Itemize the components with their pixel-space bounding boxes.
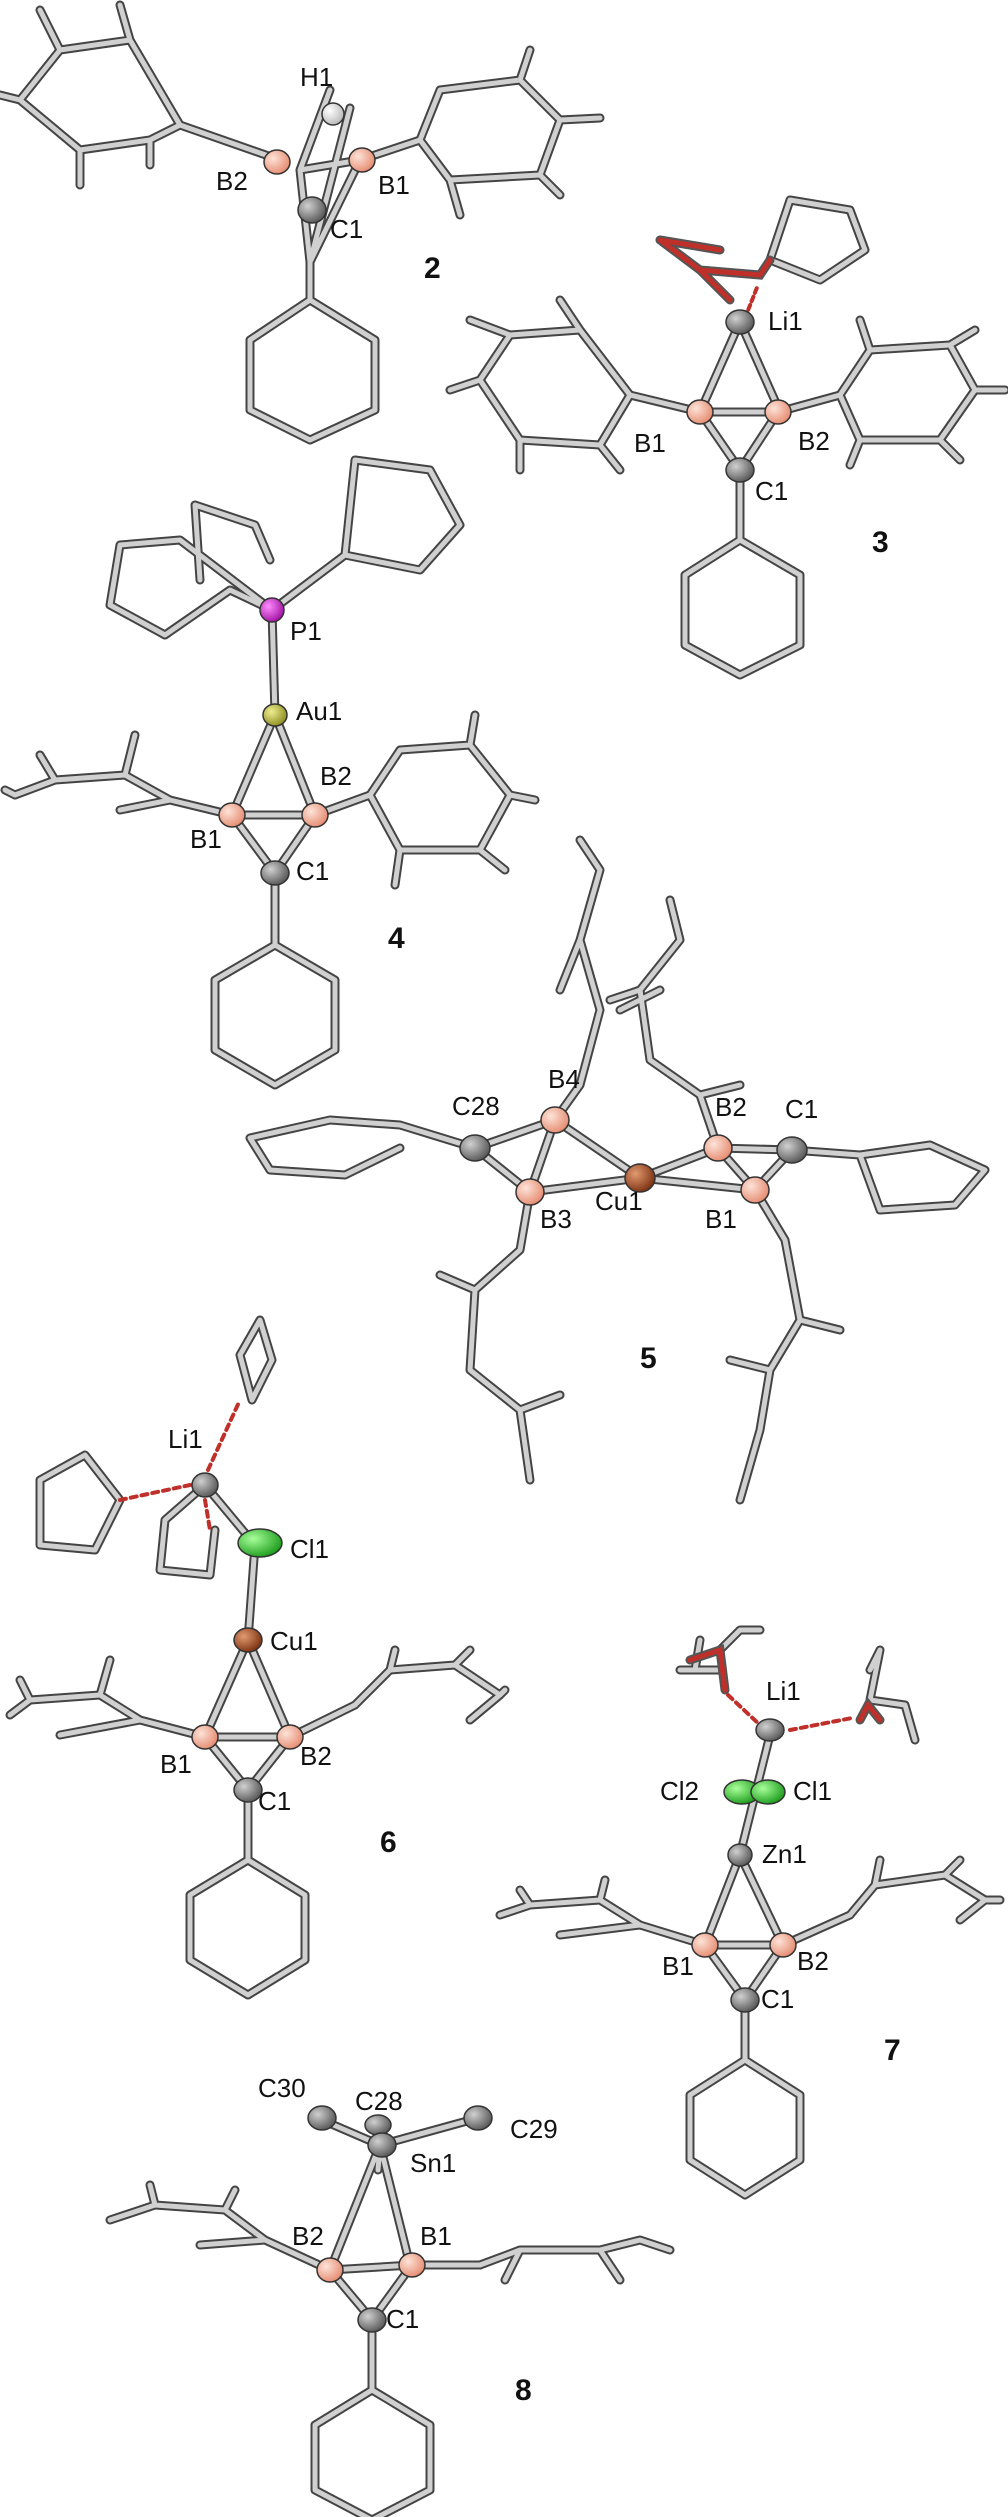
atom-C1 bbox=[233, 1777, 263, 1803]
atom-Au1 bbox=[262, 703, 288, 727]
label-Cu1: Cu1 bbox=[270, 1626, 318, 1656]
atom-B1 bbox=[348, 147, 376, 173]
label-B1: B1 bbox=[160, 1749, 192, 1779]
label-B2: B2 bbox=[216, 166, 248, 196]
atom-H1 bbox=[321, 102, 345, 126]
atom-Sn1 bbox=[367, 2132, 397, 2158]
atom-B4 bbox=[540, 1106, 570, 1134]
label-C28: C28 bbox=[355, 2086, 403, 2116]
atom-B2 bbox=[301, 802, 329, 828]
atom-B2 bbox=[703, 1134, 733, 1162]
label-Cl1: Cl1 bbox=[793, 1776, 832, 1806]
compound-3: Li1 B1 B2 C1 3 bbox=[445, 195, 1008, 680]
label-B1: B1 bbox=[420, 2221, 452, 2251]
atom-Cl1 bbox=[237, 1528, 283, 1558]
label-C28: C28 bbox=[452, 1091, 500, 1121]
atom-C1 bbox=[725, 457, 755, 483]
label-C1: C1 bbox=[755, 476, 788, 506]
atom-B1 bbox=[740, 1176, 770, 1204]
label-B1: B1 bbox=[705, 1204, 737, 1234]
label-C1: C1 bbox=[386, 2304, 419, 2334]
atom-B1 bbox=[218, 802, 246, 828]
label-B2: B2 bbox=[797, 1946, 829, 1976]
atom-Cu1 bbox=[624, 1163, 656, 1193]
label-C1: C1 bbox=[785, 1094, 818, 1124]
atom-B1 bbox=[686, 399, 714, 425]
atom-B3 bbox=[515, 1178, 545, 1206]
label-B3: B3 bbox=[540, 1204, 572, 1234]
label-Li1: Li1 bbox=[766, 1676, 801, 1706]
atom-B2 bbox=[764, 399, 792, 425]
label-Zn1: Zn1 bbox=[762, 1839, 807, 1869]
label-B4: B4 bbox=[548, 1064, 580, 1094]
label-Sn1: Sn1 bbox=[410, 2148, 456, 2178]
atom-C1 bbox=[297, 196, 327, 224]
compound-2: H1 B2 B1 C1 2 bbox=[0, 0, 605, 445]
atom-Zn1 bbox=[727, 1843, 753, 1867]
atom-Li1 bbox=[191, 1472, 219, 1498]
label-H1: H1 bbox=[300, 62, 333, 92]
atom-B2 bbox=[263, 149, 291, 175]
atom-B1 bbox=[691, 1932, 719, 1958]
compound-label-6: 6 bbox=[380, 1826, 397, 1859]
atom-C28 bbox=[459, 1134, 491, 1162]
label-C30: C30 bbox=[258, 2073, 306, 2103]
atom-C1 bbox=[730, 1987, 760, 2013]
atom-Li1 bbox=[725, 309, 755, 335]
atom-B1 bbox=[191, 1724, 219, 1750]
atom-C1 bbox=[260, 860, 290, 886]
label-B1: B1 bbox=[634, 428, 666, 458]
atom-C28 bbox=[364, 2114, 392, 2136]
label-Cl1: Cl1 bbox=[290, 1534, 329, 1564]
atom-B1 bbox=[398, 2252, 426, 2278]
label-C1: C1 bbox=[330, 214, 363, 244]
compound-4: P1 Au1 B2 B1 C1 4 bbox=[0, 455, 540, 1090]
compound-8: C30 C28 C29 Sn1 B2 B1 C1 8 bbox=[105, 2073, 675, 2517]
compound-7: Li1 Cl2 Cl1 Zn1 B1 B2 C1 7 bbox=[495, 1625, 1005, 2200]
label-B2: B2 bbox=[300, 1741, 332, 1771]
label-Li1: Li1 bbox=[768, 306, 803, 336]
label-B2: B2 bbox=[320, 761, 352, 791]
atom-Li1 bbox=[755, 1718, 785, 1742]
compound-label-4: 4 bbox=[388, 922, 405, 955]
label-B2: B2 bbox=[292, 2221, 324, 2251]
label-Au1: Au1 bbox=[296, 696, 342, 726]
label-B2: B2 bbox=[798, 426, 830, 456]
compound-label-8: 8 bbox=[515, 2374, 532, 2407]
label-P1: P1 bbox=[290, 616, 322, 646]
label-Cu1: Cu1 bbox=[595, 1186, 643, 1216]
label-C1: C1 bbox=[258, 1786, 291, 1816]
label-Li1: Li1 bbox=[168, 1424, 203, 1454]
compound-label-3: 3 bbox=[872, 526, 889, 559]
atom-C29 bbox=[463, 2105, 493, 2131]
atom-B2 bbox=[276, 1724, 304, 1750]
compound-label-7: 7 bbox=[884, 2034, 901, 2067]
label-B2: B2 bbox=[715, 1092, 747, 1122]
atom-B2 bbox=[316, 2257, 344, 2283]
compound-label-5: 5 bbox=[640, 1342, 657, 1375]
compound-6: Li1 Cl1 Cu1 B1 B2 C1 6 bbox=[5, 1315, 510, 2000]
label-C1: C1 bbox=[761, 1984, 794, 2014]
label-B1: B1 bbox=[662, 1951, 694, 1981]
compound-label-2: 2 bbox=[424, 252, 441, 285]
compound-5: C28 B4 B2 C1 Cu1 B3 B1 5 bbox=[245, 835, 990, 1505]
atom-P1 bbox=[259, 597, 285, 623]
atom-Cl1 bbox=[750, 1779, 786, 1805]
label-C29: C29 bbox=[510, 2114, 558, 2144]
label-Cl2: Cl2 bbox=[660, 1776, 699, 1806]
atom-C1 bbox=[776, 1136, 808, 1164]
label-B1: B1 bbox=[190, 824, 222, 854]
atom-C1 bbox=[357, 2307, 387, 2333]
atom-Cu1 bbox=[233, 1627, 263, 1653]
atom-B2 bbox=[769, 1932, 797, 1958]
atom-C30 bbox=[307, 2105, 337, 2131]
label-C1: C1 bbox=[296, 856, 329, 886]
label-B1: B1 bbox=[378, 170, 410, 200]
